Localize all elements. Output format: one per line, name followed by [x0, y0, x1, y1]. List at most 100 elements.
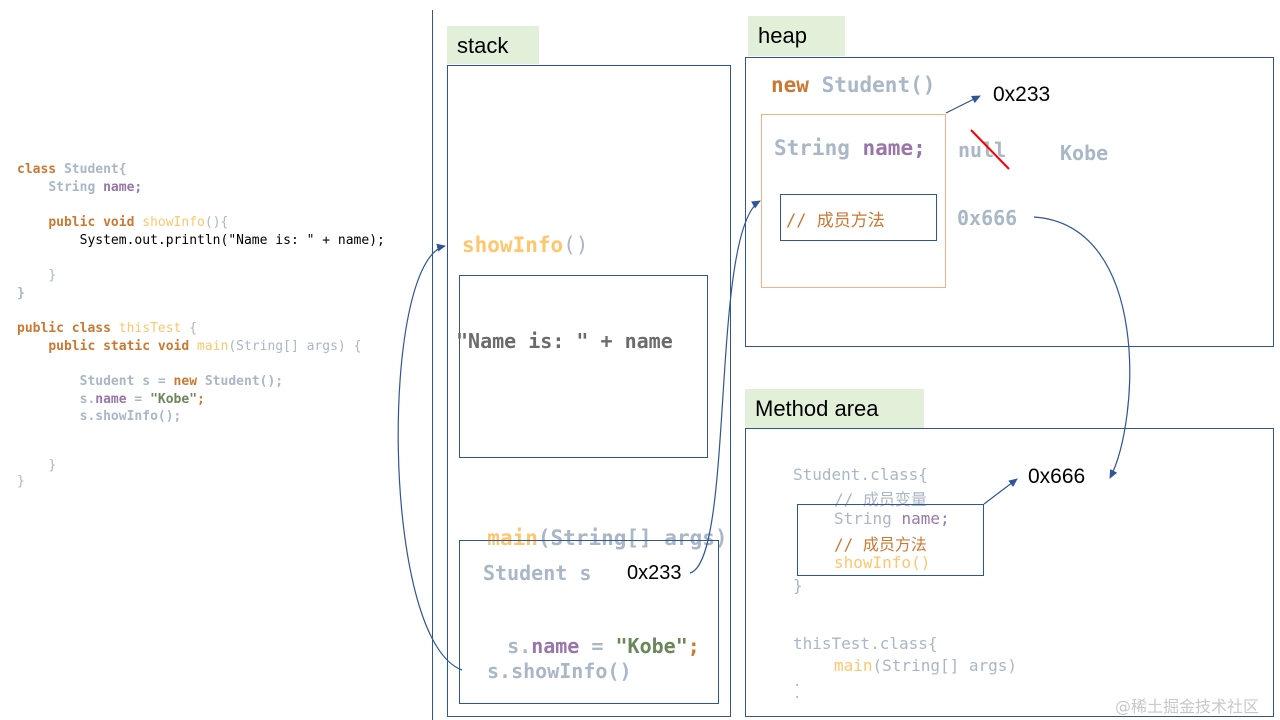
method-area-main: main(String[] args) — [834, 656, 1017, 675]
stack-var-decl: Student s — [483, 561, 592, 585]
closing-brace: } — [17, 474, 25, 489]
println-statement: System.out.println("Name is: " + name); — [79, 233, 385, 248]
heap-area — [745, 57, 1274, 347]
method-name: main — [834, 656, 873, 675]
method-area-field: String name; — [834, 509, 950, 528]
string-literal: "Kobe" — [150, 392, 198, 407]
keyword-new: new — [771, 73, 809, 97]
main-frame-title: main(String[] args) — [462, 502, 728, 550]
code-line-11: s.showInfo(); — [17, 409, 182, 424]
stack-assign: s.name = "Kobe"; — [483, 610, 700, 658]
field-name: name — [95, 392, 127, 407]
method-area-dots: . — [793, 674, 802, 690]
type-string: String — [48, 180, 96, 195]
closing-brace: } — [17, 286, 25, 301]
class-name: thisTest — [118, 321, 182, 336]
frame-method-name: main — [487, 526, 538, 550]
method-area-label: Method area — [745, 389, 924, 428]
method-area-class1: Student.class{ — [793, 465, 928, 484]
var-declaration: Student s = — [79, 374, 166, 389]
method-area-close: } — [793, 576, 803, 595]
heap-method-ref-box — [780, 194, 937, 241]
field-name: name — [531, 634, 580, 658]
code-line-12: } — [17, 458, 56, 473]
code-line-2: String name; — [17, 180, 142, 195]
frame-params: (String[] args) — [537, 526, 728, 550]
method-parens: (){ — [204, 215, 229, 230]
method-area-addr: 0x666 — [1028, 465, 1086, 488]
code-line-8: public static void main(String[] args) { — [17, 339, 361, 354]
code-line-13: } — [17, 474, 25, 489]
constructor-call: Student() — [821, 73, 936, 97]
frame-parens: () — [563, 233, 589, 257]
code-line-5: } — [17, 268, 56, 283]
code-line-4: System.out.println("Name is: " + name); — [17, 233, 385, 248]
stack-var-addr: 0x233 — [627, 562, 682, 584]
divider-line — [432, 10, 433, 720]
field-name: name; — [103, 180, 143, 195]
frame-method-name: showInfo — [462, 233, 564, 257]
heap-method-comment: // 成员方法 — [786, 211, 885, 231]
call-arrow — [397, 243, 463, 671]
address-arrow — [945, 95, 981, 114]
assign-op: = — [126, 392, 151, 407]
showinfo-frame — [459, 275, 708, 458]
method-name: showInfo — [142, 215, 205, 230]
method-area-comment-methods: // 成员方法 — [834, 535, 927, 554]
field-name: name; — [862, 136, 926, 160]
method-area-method: showInfo() — [834, 553, 931, 572]
stack-label: stack — [447, 26, 539, 64]
constructor-call: Student(); — [204, 374, 284, 389]
method-addr-arrow — [983, 478, 1018, 505]
type-string: String — [774, 136, 850, 160]
code-line-3: public void showInfo(){ — [17, 215, 228, 230]
stack-call: s.showInfo() — [487, 659, 632, 683]
method-ref-arrow — [1033, 216, 1131, 479]
watermark: @稀土掘金技术社区 — [1115, 697, 1260, 716]
main-frame — [459, 540, 719, 704]
code-line-6: } — [17, 286, 25, 301]
string-literal: "Kobe" — [615, 634, 688, 658]
stack-area — [447, 65, 731, 717]
keyword-public: public — [17, 321, 64, 336]
keyword-void: void — [103, 215, 135, 230]
object-ref: s. — [507, 634, 532, 658]
method-area-members-box — [797, 504, 984, 576]
keyword-class: class — [17, 162, 57, 177]
reference-arrow — [689, 200, 761, 574]
keyword-class: class — [71, 321, 111, 336]
closing-brace: } — [48, 458, 57, 473]
heap-method-addr: 0x666 — [957, 206, 1018, 230]
semicolon: ; — [197, 392, 205, 407]
keyword-public: public — [48, 215, 96, 230]
closing-brace: } — [48, 268, 57, 283]
assign-op: = — [579, 634, 616, 658]
heap-object — [761, 114, 946, 288]
method-area-class2: thisTest.class{ — [793, 634, 938, 653]
code-line-1: class Student{ — [17, 162, 127, 177]
code-line-10: s.name = "Kobe"; — [17, 392, 205, 407]
heap-new-object: new Student() — [771, 73, 935, 97]
method-area-dots: . — [793, 686, 802, 702]
showinfo-frame-body: "Name is: " + name — [456, 329, 673, 353]
keyword-modifiers: public static void — [48, 339, 190, 354]
method-params: (String[] args) — [872, 656, 1018, 675]
type-string: String — [834, 509, 892, 528]
method-call: s.showInfo(); — [79, 409, 182, 424]
heap-kobe-value: Kobe — [1060, 141, 1109, 165]
showinfo-frame-title: showInfo() — [462, 233, 588, 257]
null-strike-line — [970, 129, 1010, 170]
heap-object-address: 0x233 — [993, 83, 1051, 106]
method-params: (String[] args) { — [228, 339, 362, 354]
code-line-9: Student s = new Student(); — [17, 374, 284, 389]
code-line-7: public class thisTest { — [17, 321, 197, 336]
class-name: Student{ — [63, 162, 127, 177]
keyword-new: new — [173, 374, 198, 389]
object-ref: s. — [79, 392, 96, 407]
method-area — [745, 428, 1274, 717]
heap-label: heap — [748, 16, 845, 56]
method-name: main — [197, 339, 229, 354]
semicolon: ; — [687, 634, 700, 658]
open-brace: { — [189, 321, 198, 336]
